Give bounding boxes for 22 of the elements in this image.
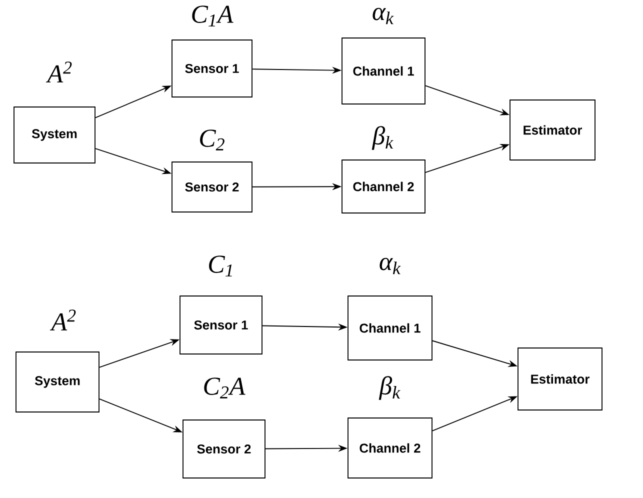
math-label: C$_{1}$ [209,256,232,276]
process-box: Sensor 1 [172,40,252,98]
math-label: α$_{k}$ [372,8,394,24]
math-label: C$_{2}$A [204,378,246,398]
process-box: System [14,106,96,164]
process-box: Estimator [510,100,596,160]
process-box: Sensor 2 [172,162,252,212]
process-box: System [16,352,100,412]
math-label: C$_{2}$ [200,130,224,150]
process-box: Channel 2 [348,418,432,478]
math-label: β$_{k}$ [378,376,400,400]
process-box: Estimator [518,348,602,410]
math-label: A$^{2}$ [50,310,76,330]
math-label: C$_{1}$A [192,6,234,26]
math-label: α$_{k}$ [380,258,401,274]
math-label: β$_{k}$ [372,126,394,150]
process-box: Sensor 2 [182,420,266,478]
math-label: A$^{2}$ [46,62,72,82]
process-box: Channel 2 [342,160,426,214]
process-box: Channel 1 [342,38,426,104]
process-box: Sensor 1 [180,296,262,354]
process-box: Channel 1 [348,296,432,360]
